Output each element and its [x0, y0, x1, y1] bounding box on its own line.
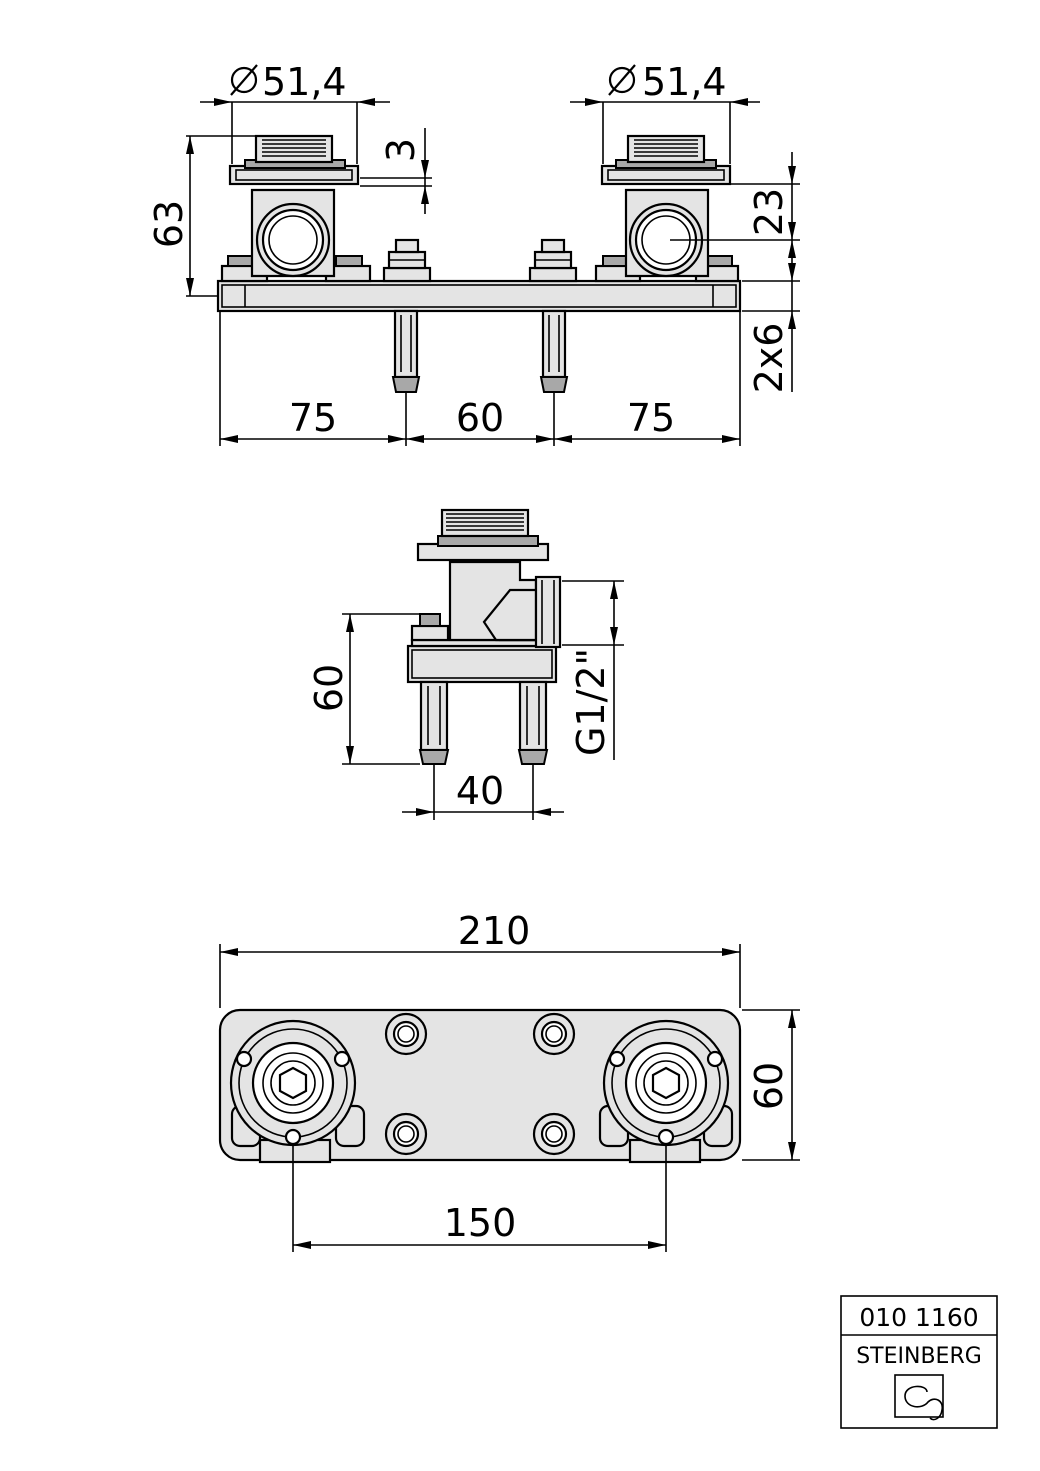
dimension-label: 23	[747, 188, 791, 236]
dimension-plate-thickness: 2x6	[747, 311, 796, 393]
dimension-chain-bottom: 75 60 75	[219, 312, 741, 446]
diameter-symbol-icon	[608, 64, 636, 96]
dimension-overall-height: 63	[147, 135, 256, 297]
dimension-thread-size: G1/2"	[562, 580, 624, 760]
dimension-label: G1/2"	[569, 648, 613, 756]
valve-body-left	[220, 134, 372, 283]
dimension-outlet-center: 23	[670, 152, 800, 392]
dimension-diameter-left: 51,4	[200, 60, 390, 164]
dimension-label: 75	[627, 396, 675, 440]
front-view: 51,4 51,4 3	[147, 60, 800, 446]
dimension-valve-centers: 150	[292, 1146, 667, 1252]
diameter-symbol-icon	[230, 64, 258, 96]
dimension-label: 51,4	[262, 60, 347, 104]
dimension-label: 210	[458, 909, 531, 953]
side-plate	[406, 644, 558, 684]
dimension-diameter-right: 51,4	[570, 60, 760, 164]
dimension-label: 75	[289, 396, 337, 440]
dimension-label: 63	[147, 200, 191, 248]
side-anchor-bolt-right	[517, 680, 549, 765]
side-view: 60 G1/2" 40	[307, 508, 624, 820]
steinberg-logo-icon	[894, 1374, 944, 1421]
title-block: 010 1160 STEINBERG	[840, 1295, 998, 1429]
valve-top-right	[598, 1019, 734, 1148]
dimension-label: 3	[379, 138, 423, 162]
center-bolt-top-right	[532, 1012, 576, 1056]
dimension-label: 60	[747, 1062, 791, 1110]
center-bolt-top-left	[384, 1012, 428, 1056]
anchor-bolt-right	[539, 309, 569, 393]
valve-body-right	[594, 134, 740, 283]
center-nut-right	[528, 238, 578, 283]
dimension-label: 2x6	[747, 323, 791, 394]
brand-name: STEINBERG	[856, 1344, 982, 1369]
dimension-label: 60	[456, 396, 504, 440]
center-bolt-bottom-left	[384, 1112, 428, 1156]
side-anchor-bolt-left	[418, 680, 450, 765]
dimension-bolt-spacing: 40	[402, 764, 564, 820]
dimension-label: 51,4	[642, 60, 727, 104]
dimension-side-height: 60	[307, 613, 420, 765]
center-bolt-bottom-right	[532, 1112, 576, 1156]
part-number: 010 1160	[859, 1303, 978, 1332]
dimension-label: 60	[307, 664, 351, 712]
dimension-label: 150	[444, 1201, 517, 1245]
dimension-label: 40	[456, 769, 504, 813]
dimension-flange-thickness: 3	[360, 128, 432, 214]
anchor-bolt-left	[391, 309, 421, 393]
dimension-top-depth: 60	[742, 1009, 800, 1161]
center-nut-left	[382, 238, 432, 283]
dimension-total-width: 210	[219, 909, 741, 1008]
valve-top-left	[229, 1019, 366, 1148]
top-view: 210 60 150	[218, 909, 800, 1252]
